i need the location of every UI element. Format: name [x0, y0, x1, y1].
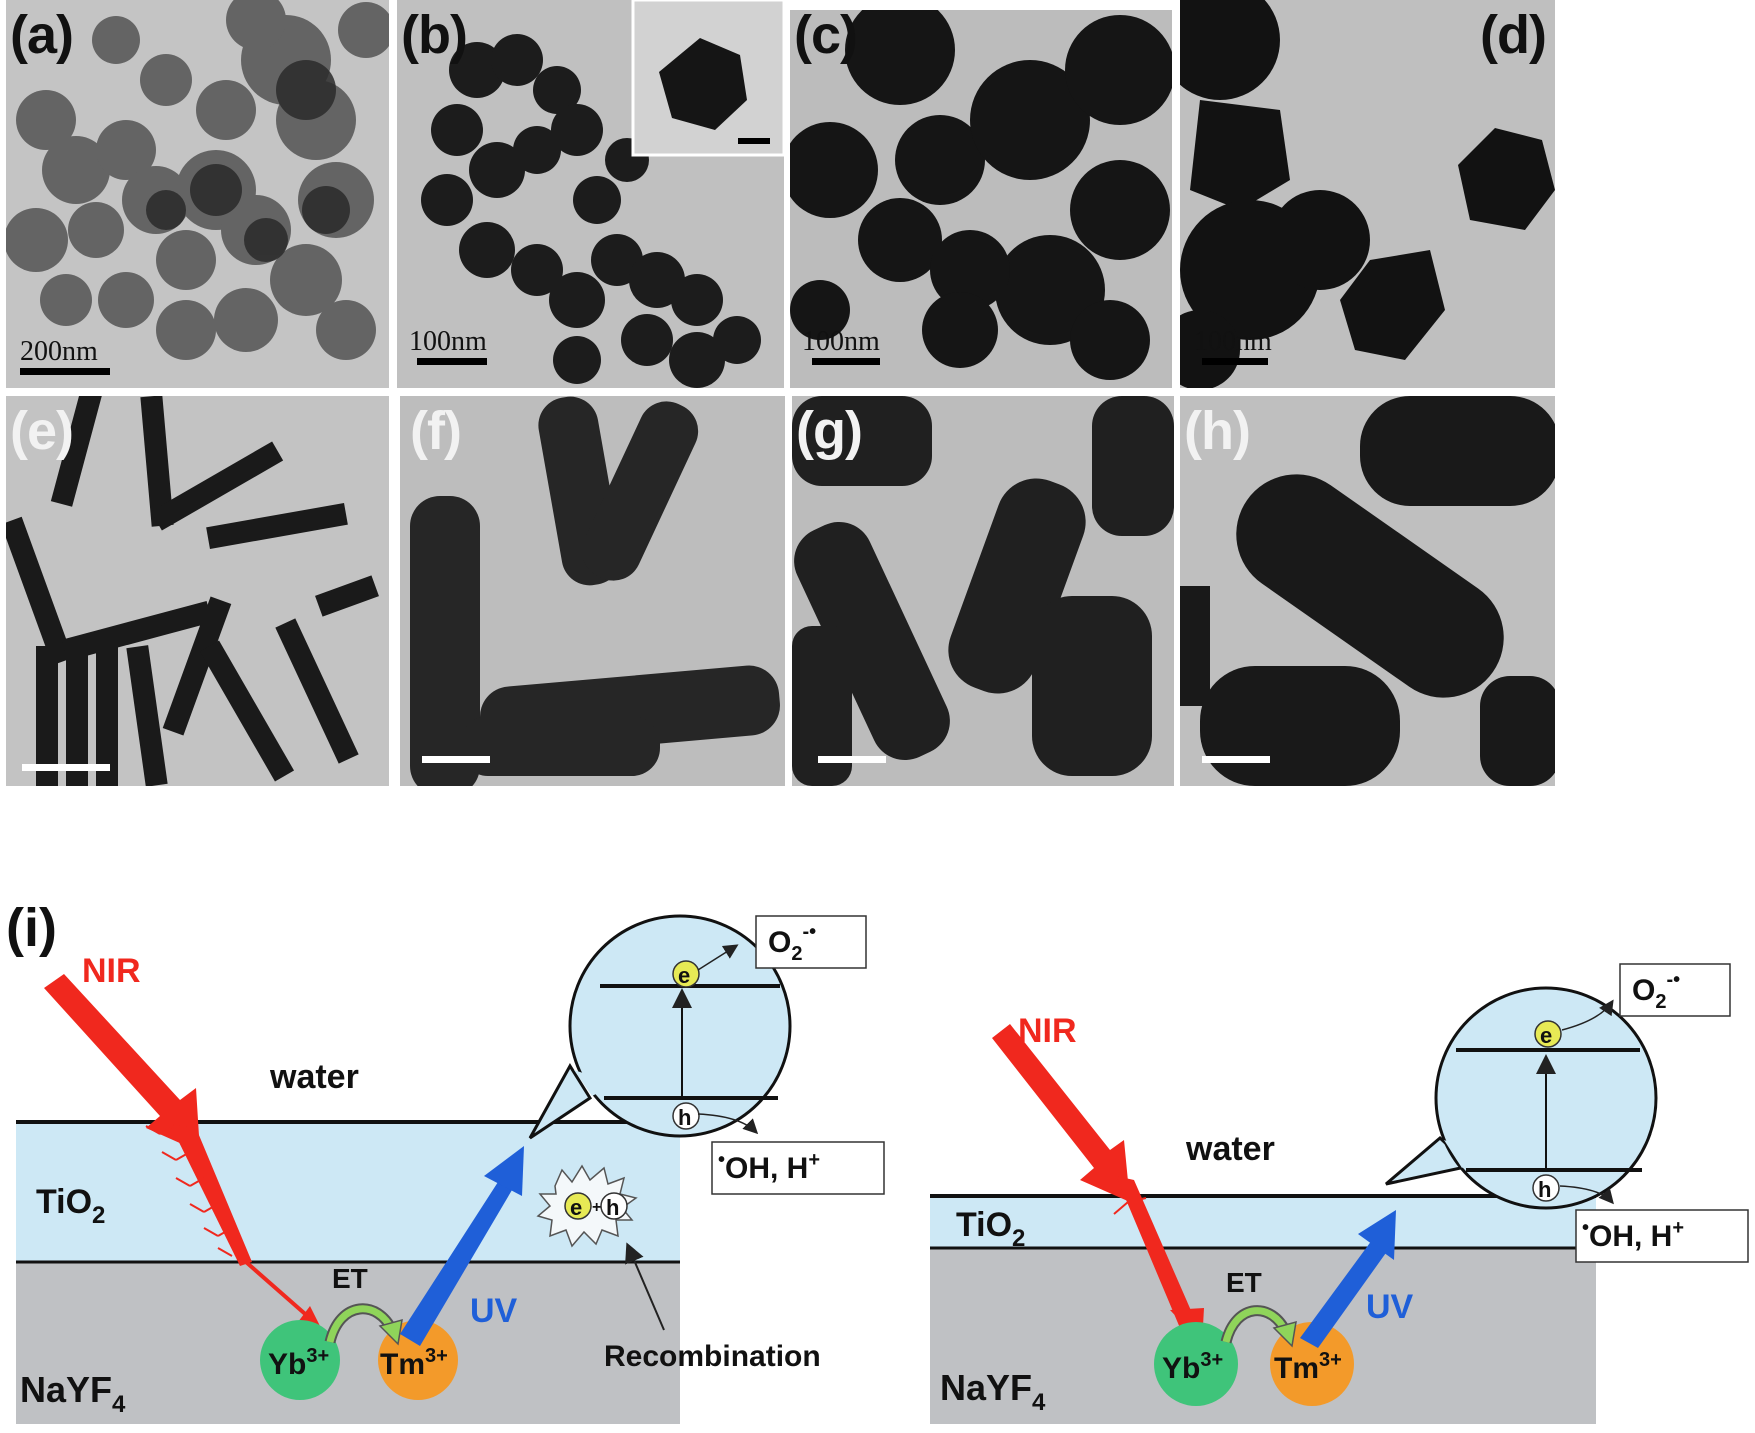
recombination-label: Recombination: [604, 1340, 821, 1373]
tem-panel-d: (d) 100nm: [1180, 0, 1555, 388]
tem-image-a: [6, 0, 389, 360]
tio2-label-right: TiO2: [956, 1206, 1025, 1252]
hole-left: [672, 1102, 700, 1130]
electron-left: [672, 960, 700, 988]
hole-right: [1532, 1174, 1560, 1202]
panel-label-c: (c): [794, 10, 858, 65]
svg-text:•OH, H+: •OH, H+: [1582, 1217, 1684, 1253]
tem-image-g: [792, 396, 1174, 786]
panel-label-h: (h): [1184, 401, 1251, 461]
panel-label-i: (i): [6, 898, 57, 958]
svg-text:h: h: [678, 1105, 691, 1130]
right-schematic: water TiO2 NaYF4 NIR Yb3+ Tm3+ ET UV: [930, 963, 1749, 1424]
yb-label-left: Yb3+: [268, 1345, 329, 1381]
oh-box-left: [711, 1141, 885, 1195]
scale-bar-h: [1202, 756, 1270, 763]
scale-text-d: 100nm: [1194, 326, 1272, 357]
scatter-marks-left: [145, 1125, 233, 1257]
scale-text-a: 200nm: [20, 336, 98, 367]
svg-text:O2-•: O2-•: [768, 921, 816, 965]
svg-text:+: +: [592, 1199, 601, 1216]
scale-text-b: 100nm: [409, 326, 487, 357]
tem-panel-b: (b) 100nm: [397, 0, 784, 388]
band-bubble-left: [568, 914, 792, 1138]
svg-text:e: e: [1540, 1023, 1552, 1048]
tem-panel-c: (c) 100nm: [790, 10, 1172, 388]
panel-label-b: (b): [401, 5, 468, 65]
nir-label-right: NIR: [1018, 1012, 1077, 1050]
nir-label-left: NIR: [82, 952, 141, 990]
panel-label-e: (e): [10, 401, 74, 461]
tem-image-c: [790, 10, 1172, 380]
et-label-right: ET: [1226, 1267, 1262, 1298]
tem-image-b: [421, 0, 784, 388]
tem-panel-h: (h): [1180, 396, 1555, 786]
scale-bar-e: [22, 764, 110, 771]
et-arrow-right: [1222, 1307, 1290, 1343]
et-arrow-left: [326, 1305, 396, 1343]
uv-arrow-right: [1300, 1240, 1388, 1348]
scale-bar-f: [422, 756, 490, 763]
et-label-left: ET: [332, 1263, 368, 1294]
scale-bar-c: [812, 358, 880, 365]
svg-text:O2-•: O2-•: [1632, 969, 1680, 1013]
o2-box-right: [1619, 963, 1731, 1017]
tio2-layer-right: [930, 1196, 1596, 1248]
electron-right: [1534, 1020, 1562, 1048]
schematic-i: (i) water TiO2 NaYF4 NIR Yb3+ Tm3+: [0, 890, 1755, 1428]
svg-text:e: e: [678, 963, 690, 988]
nayf4-layer-left: [16, 1262, 680, 1424]
recomb-electron: e: [570, 1195, 582, 1220]
tem-image-f: [410, 396, 780, 786]
recomb-hole: h: [606, 1195, 619, 1220]
panel-label-d: (d): [1480, 5, 1547, 65]
tm-label-right: Tm3+: [1274, 1349, 1342, 1385]
left-schematic: water TiO2 NaYF4 NIR Yb3+ Tm3+ ET: [16, 914, 885, 1424]
nayf4-layer-right: [930, 1248, 1596, 1424]
uv-label-right: UV: [1366, 1288, 1414, 1326]
yb-ion-right: [1154, 1322, 1238, 1406]
panel-label-a: (a): [10, 5, 74, 65]
panel-label-f: (f): [410, 401, 462, 461]
water-label-left: water: [269, 1058, 359, 1096]
svg-text:•OH, H+: •OH, H+: [718, 1149, 820, 1185]
tem-image-e: [6, 396, 379, 786]
nir-arrow-left: [44, 974, 200, 1152]
panel-label-g: (g): [796, 401, 863, 461]
oh-box-right: [1575, 1209, 1749, 1263]
schematic-svg: (i) water TiO2 NaYF4 NIR Yb3+ Tm3+: [6, 898, 1749, 1424]
uv-label-left: UV: [470, 1292, 518, 1330]
scale-bar-d: [1202, 358, 1268, 365]
scale-text-c: 100nm: [802, 326, 880, 357]
yb-ion-left: [260, 1320, 340, 1400]
tio2-label-left: TiO2: [36, 1183, 105, 1229]
tm-label-left: Tm3+: [380, 1345, 448, 1381]
scale-bar-a: [20, 368, 110, 375]
tem-image-h: [1180, 396, 1555, 786]
tem-panel-a: (a) 200nm: [6, 0, 389, 388]
yb-label-right: Yb3+: [1162, 1349, 1223, 1385]
tem-image-d: [1180, 0, 1555, 388]
nayf4-label-right: NaYF4: [940, 1367, 1046, 1416]
o2-box-left: [755, 915, 867, 969]
nayf4-label-left: NaYF4: [20, 1369, 126, 1418]
scale-bar-g: [818, 756, 886, 763]
scale-bar-b: [417, 358, 487, 365]
tem-panel-f: (f): [400, 396, 785, 786]
tem-panel-g: (g): [792, 396, 1174, 786]
nir-arrow-right: [992, 1024, 1130, 1202]
uv-arrow-left: [400, 1182, 512, 1346]
water-label-right: water: [1185, 1130, 1275, 1168]
svg-text:h: h: [1538, 1177, 1551, 1202]
tem-panel-e: (e): [6, 396, 389, 786]
